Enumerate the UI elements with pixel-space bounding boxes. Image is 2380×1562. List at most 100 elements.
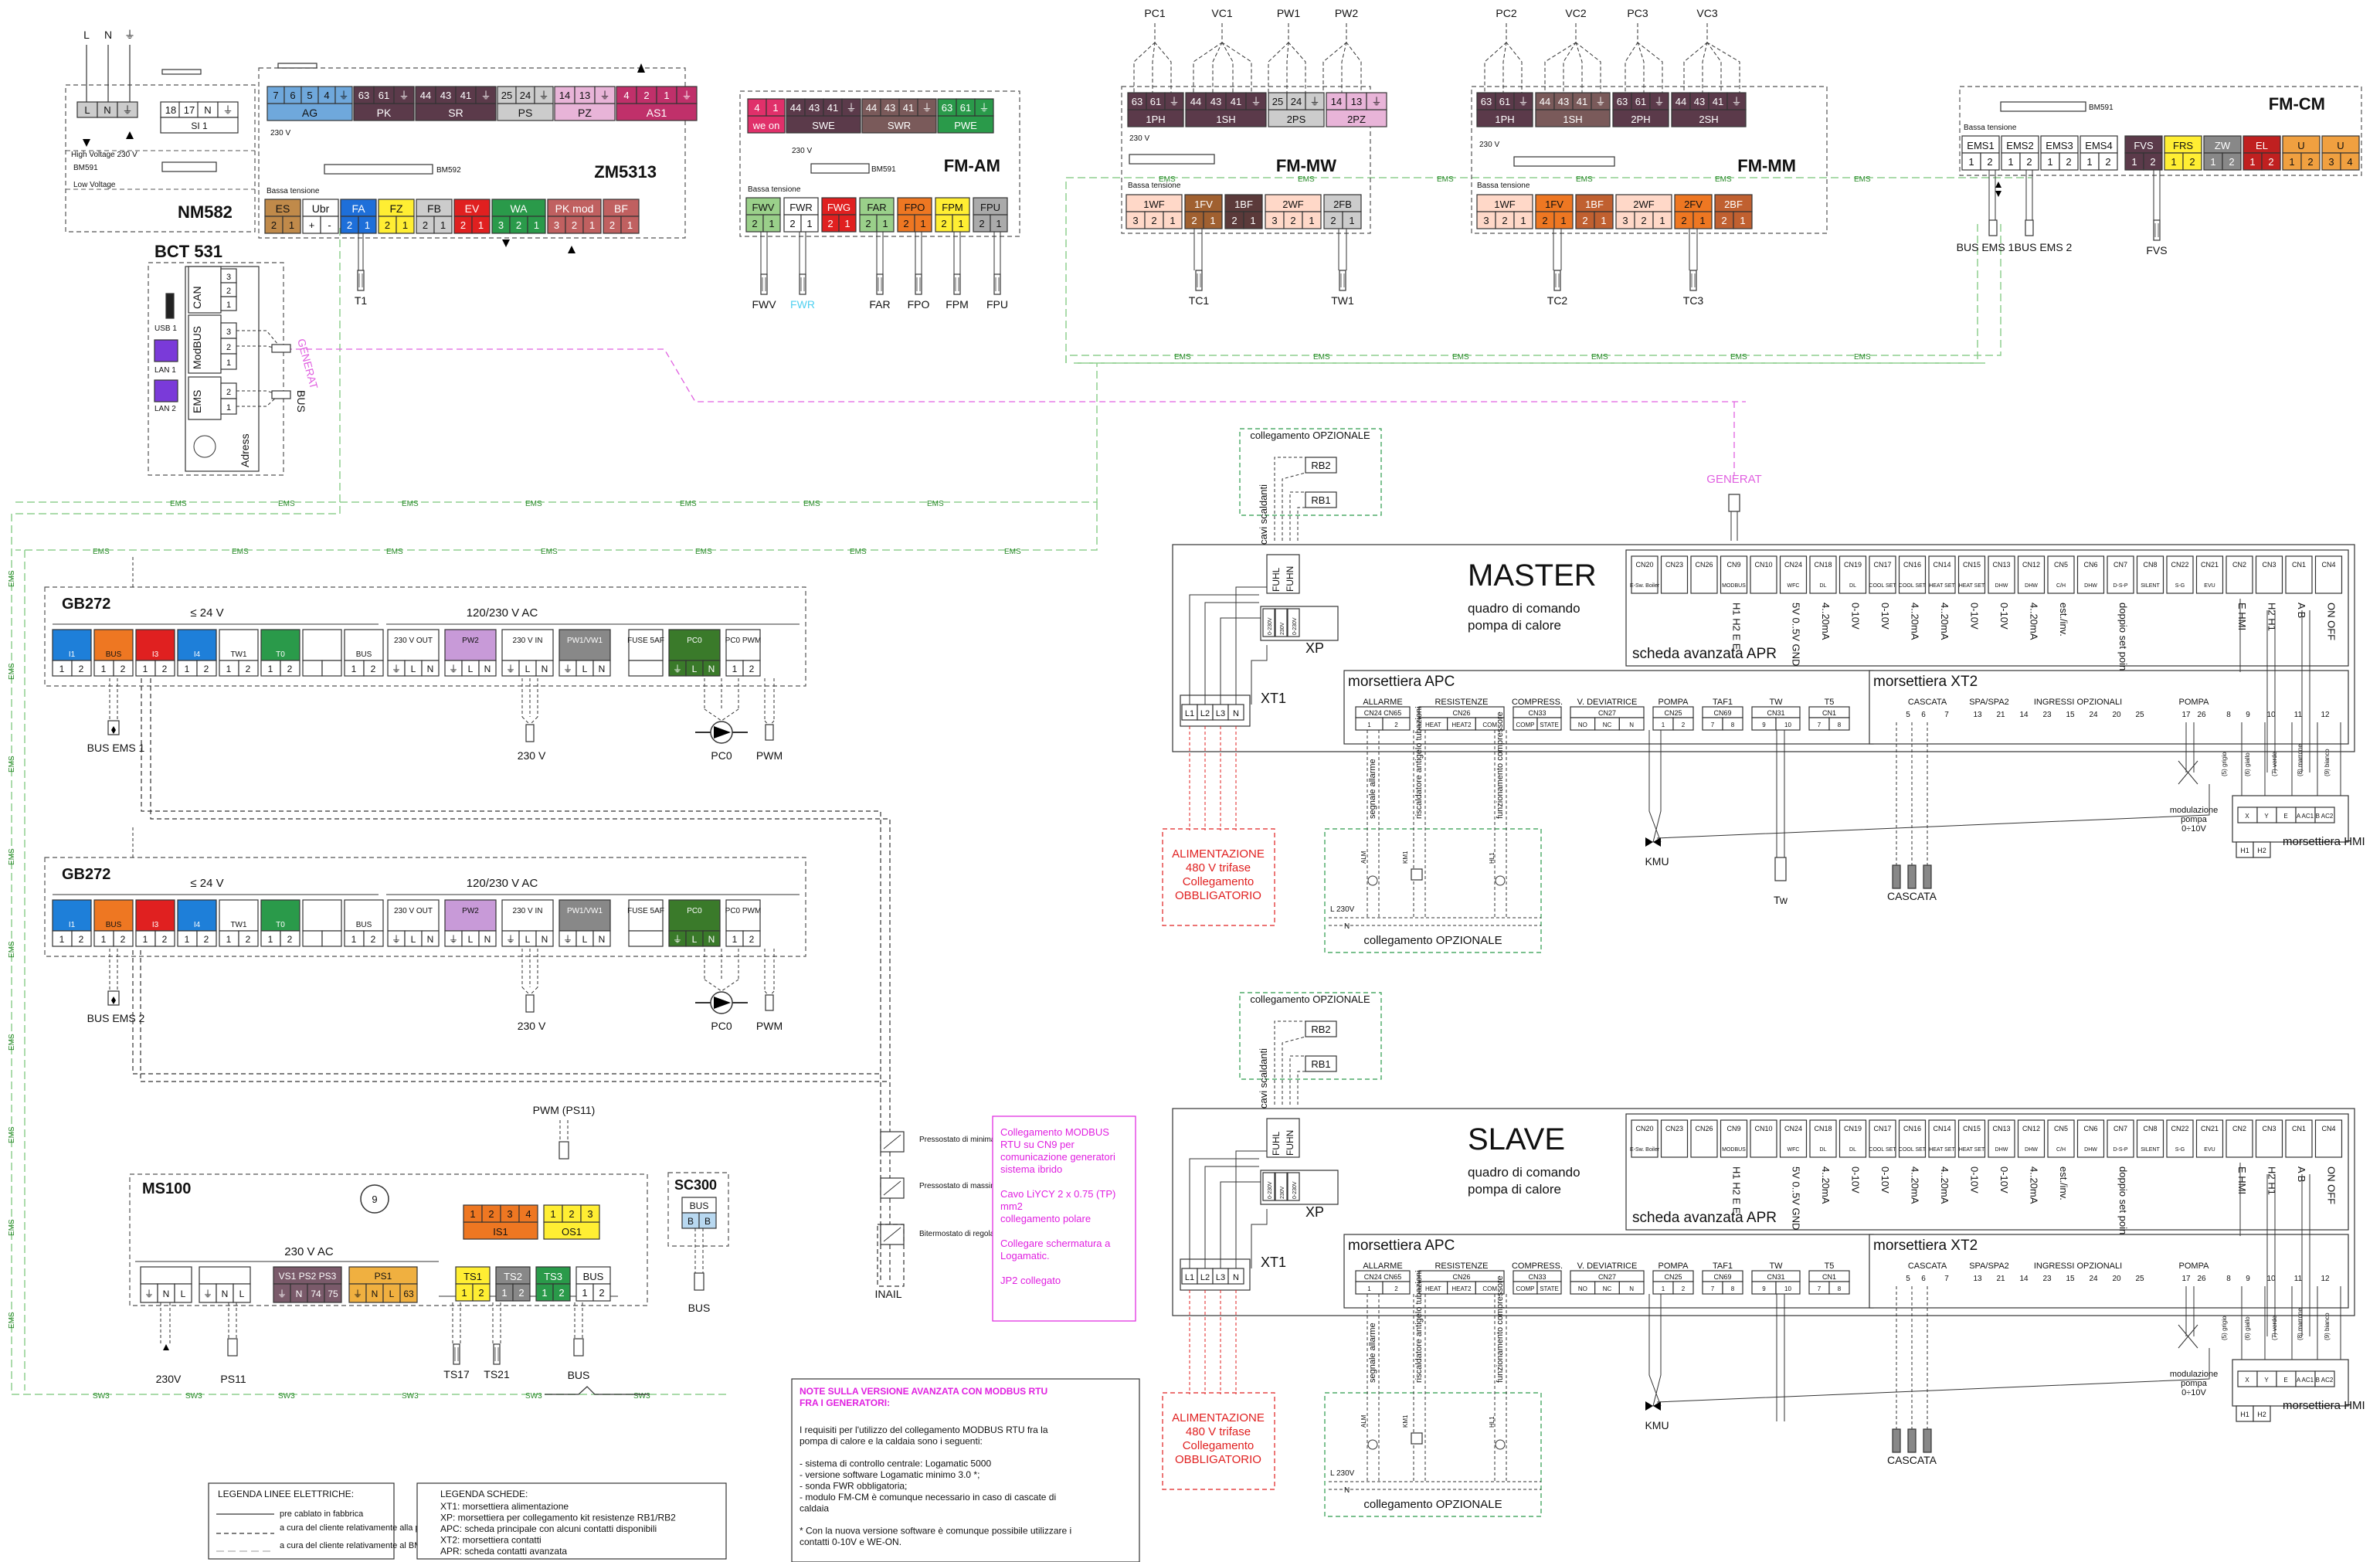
label: CN25 <box>1664 709 1682 717</box>
label: 8 <box>2226 1275 2231 1283</box>
pump-arrow <box>714 997 731 1009</box>
wire <box>1322 23 1347 93</box>
terminal-pin <box>592 660 611 677</box>
fuse-icon <box>161 69 202 75</box>
wire <box>1221 23 1234 93</box>
label: comunicazione generatori <box>1000 1151 1115 1163</box>
sw3-label: SW3 <box>185 1392 202 1401</box>
label: CN1 <box>2292 1125 2306 1132</box>
terminal-pin <box>838 214 857 233</box>
sensor-body <box>2153 219 2161 241</box>
wire <box>1289 1055 1305 1105</box>
terminal-pin-label: 44 <box>1190 96 1201 107</box>
terminal-pin-label: 2 <box>1502 215 1507 226</box>
voltage-label: 120/230 V AC <box>467 877 538 890</box>
label: JP2 collegato <box>1000 1275 1061 1286</box>
sensor-body <box>799 273 806 295</box>
label: 2 <box>246 664 251 674</box>
terminal-pin-label: 1 <box>1210 215 1215 226</box>
terminal-label: 2FB <box>1333 199 1352 210</box>
apr-connector <box>2314 1119 2343 1158</box>
arrow-up-icon <box>637 63 645 73</box>
terminal-pin-label: 1 <box>589 219 595 231</box>
terminal-pin-label: 61 <box>1635 96 1646 107</box>
label: 2 <box>287 664 293 674</box>
inail-item-label: Bitermostato di regolazione e blocco <box>919 1230 1044 1238</box>
terminal-pin <box>302 660 323 677</box>
terminal-label: FAR <box>867 202 886 213</box>
terminal-pin <box>1722 717 1743 731</box>
terminal-icon-cell <box>444 629 497 661</box>
module-title: FM-AM <box>944 156 1000 175</box>
apr-connector <box>1631 1119 1659 1158</box>
terminal-icon-cell <box>260 899 300 932</box>
terminal-pin-label: ⏚ <box>1518 96 1528 107</box>
label: 2 <box>79 664 84 674</box>
label: N <box>1629 1285 1634 1292</box>
module-frame <box>1959 86 2362 176</box>
terminal-pin-label: 1 <box>2047 156 2052 168</box>
terminal-pin-label: 3 <box>587 1208 592 1220</box>
label: CN24 CN65 <box>1364 1273 1402 1281</box>
terminal-pin-label: - <box>328 219 331 231</box>
terminal-pin-label: 1 <box>2008 156 2013 168</box>
terminal-pin <box>154 660 175 677</box>
label: 2 <box>121 934 126 945</box>
label: CN22 <box>2171 561 2188 569</box>
label: 6 <box>1921 711 1926 719</box>
address-dial-icon <box>193 435 216 458</box>
terminal-label: ZW <box>2215 140 2231 151</box>
label: STATE <box>1540 722 1559 728</box>
terminal-pin-label: N <box>104 104 110 116</box>
label: funzionamento compressore <box>1496 1275 1505 1383</box>
label: 4..20mA <box>1939 603 1951 640</box>
label: 7 <box>1711 722 1715 728</box>
wire <box>521 716 531 725</box>
sensor-body <box>915 273 922 295</box>
terminal-pin-label: 1 <box>958 218 963 229</box>
terminal-pin <box>620 216 640 234</box>
label: (6) giallo <box>2244 1316 2251 1340</box>
label: L1 <box>1185 1273 1194 1282</box>
terminal-label: FPM <box>942 202 963 213</box>
terminal-pin-label: 44 <box>1676 96 1686 107</box>
terminal-external-label: PC3 <box>1627 7 1648 19</box>
terminal-pin <box>1652 211 1672 229</box>
terminal-pin-label: ⏚ <box>681 90 691 101</box>
ems-label: EMS <box>1452 353 1469 362</box>
label: 0÷10V <box>2181 1388 2206 1397</box>
terminal-label-cell <box>140 1266 192 1285</box>
terminal-pin <box>1164 92 1184 110</box>
wire <box>721 979 739 992</box>
apr-connector <box>2047 555 2075 594</box>
terminal-pin-label: 41 <box>827 102 838 114</box>
terminal-pin-label: 2 <box>2066 156 2071 168</box>
terminal-pin-label: 41 <box>1713 96 1723 107</box>
label: CN31 <box>1767 709 1784 717</box>
terminal-pin-label: 4 <box>525 1208 531 1220</box>
label: CN2 <box>2232 1125 2246 1132</box>
terminal-pin-label: 63 <box>1481 96 1492 107</box>
ems-label: EMS <box>1591 353 1608 362</box>
terminal-pin-label: 41 <box>903 102 914 114</box>
label: 1 <box>143 664 148 674</box>
terminal-pin <box>2143 152 2163 171</box>
terminal-pin <box>592 1283 611 1302</box>
terminal-pin-label: ⏚ <box>338 90 348 101</box>
terminal-pin-label: 2 <box>488 1208 494 1220</box>
terminal-pin <box>1513 92 1533 110</box>
label: CN1 <box>1822 1273 1836 1281</box>
label: 11 <box>2294 711 2303 719</box>
terminal-pin-label: 2 <box>609 219 615 231</box>
label: CN13 <box>1992 561 2010 569</box>
apr-connector <box>1779 555 1808 594</box>
terminal-pin-label: 1 <box>1740 215 1745 226</box>
label: CN23 <box>1665 561 1683 569</box>
